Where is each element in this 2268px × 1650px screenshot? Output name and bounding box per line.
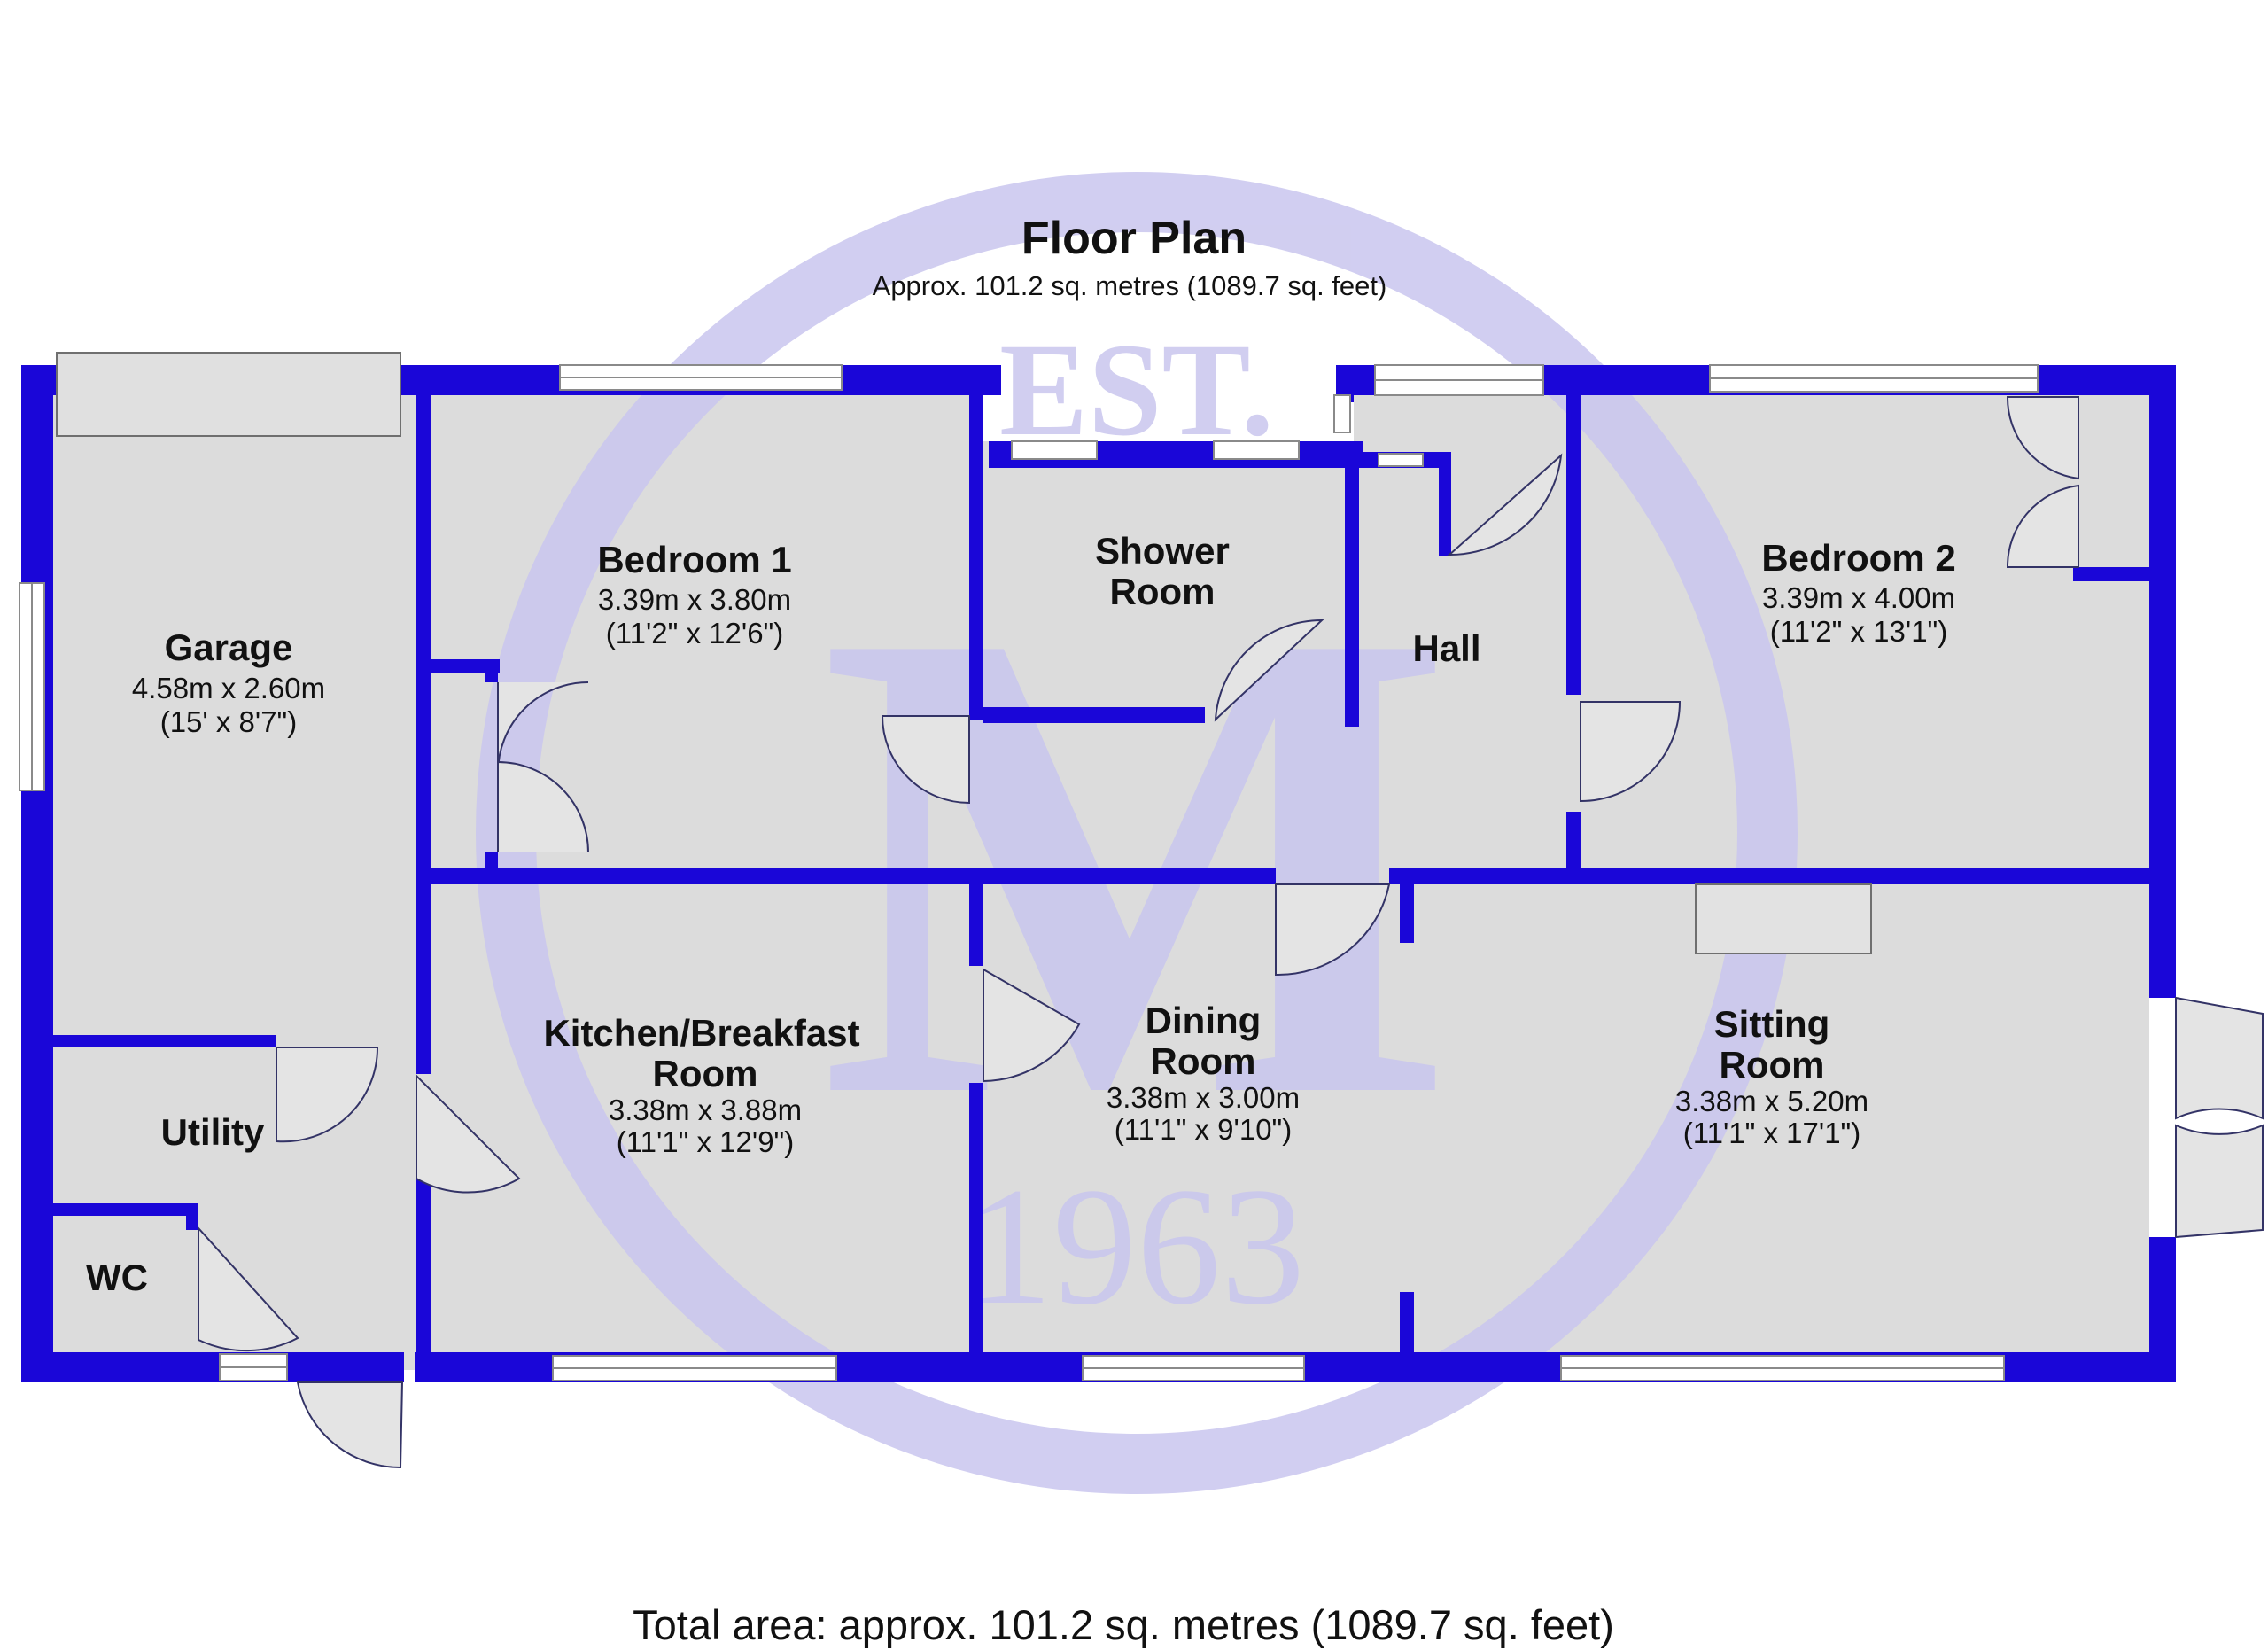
wall: [32, 1035, 276, 1047]
door-swing: [1275, 883, 1391, 977]
wall: [2073, 567, 2149, 581]
room-name: Kitchen/Breakfast: [543, 1012, 859, 1054]
wall: [416, 1179, 431, 1382]
wall: [2149, 365, 2176, 998]
room-label-garage: Garage 4.58m x 2.60m (15' x 8'7"): [132, 627, 325, 738]
room-dimension-metric: 3.38m x 5.20m: [1675, 1085, 1868, 1117]
door-swing: [2006, 396, 2079, 480]
room-name: Garage: [165, 627, 293, 668]
wall: [32, 1203, 197, 1216]
window: [1333, 394, 1351, 433]
room-name: Room: [1151, 1040, 1256, 1082]
wall: [21, 365, 53, 1382]
door-swing: [497, 760, 589, 853]
room-label-sitting: Sitting Room 3.38m x 5.20m (11'1" x 17'1…: [1675, 1003, 1868, 1149]
door-swing: [2175, 996, 2264, 1120]
wall: [983, 707, 1205, 723]
room-name: Hall: [1412, 627, 1480, 669]
watermark-est: EST.: [999, 316, 1274, 463]
door-swing: [2175, 1124, 2264, 1239]
shower-floor: [983, 441, 1354, 718]
window: [1378, 453, 1424, 467]
wall: [1345, 441, 1359, 727]
room-name: Room: [653, 1053, 758, 1094]
door-swing: [497, 681, 589, 774]
room-label-utility: Utility: [161, 1111, 265, 1153]
room-name: Room: [1720, 1044, 1825, 1086]
wall: [431, 659, 500, 673]
room-label-hall: Hall: [1412, 627, 1480, 669]
door-swing: [416, 1073, 521, 1194]
room-name: Utility: [161, 1111, 265, 1153]
dining-gap-floor: [983, 718, 1354, 868]
door-swing: [296, 1381, 404, 1469]
room-dimension-metric: 3.39m x 3.80m: [598, 583, 791, 616]
room-label-shower: Shower Room: [1095, 530, 1230, 612]
room-name: Bedroom 1: [597, 539, 791, 580]
wall: [969, 868, 983, 966]
room-dimension-imperial: (11'1" x 9'10"): [1115, 1113, 1293, 1146]
wall: [21, 1352, 404, 1382]
room-dimension-metric: 3.38m x 3.88m: [609, 1094, 802, 1126]
door-swing: [2006, 484, 2079, 568]
window: [1011, 440, 1098, 460]
wall: [186, 1203, 198, 1230]
doors: [198, 396, 2264, 1469]
garage-door: [56, 352, 401, 437]
room-dimension-imperial: (11'1" x 17'1"): [1683, 1117, 1861, 1149]
room-dimension-imperial: (11'1" x 12'9"): [617, 1125, 795, 1158]
wall: [1336, 365, 1354, 402]
wall: [416, 868, 1276, 884]
plan-subtitle: Approx. 101.2 sq. metres (1089.7 sq. fee…: [873, 270, 1387, 301]
wall: [1439, 452, 1451, 556]
room-name: Shower: [1095, 530, 1230, 572]
door-swing: [1214, 619, 1324, 722]
fireplace: [1695, 883, 1872, 954]
door-swing: [881, 715, 970, 805]
wall: [416, 365, 431, 1062]
room-label-bedroom2: Bedroom 2 3.39m x 4.00m (11'2" x 13'1"): [1761, 537, 1955, 648]
room-dimension-metric: 3.39m x 4.00m: [1762, 581, 1955, 614]
watermark-year: 1963: [968, 1154, 1305, 1340]
door-swing: [198, 1226, 299, 1352]
total-area: Total area: approx. 101.2 sq. metres (10…: [633, 1601, 1614, 1648]
plan-title: Floor Plan: [1021, 213, 1247, 264]
wall: [969, 1083, 983, 1382]
room-label-bedroom1: Bedroom 1 3.39m x 3.80m (11'2" x 12'6"): [597, 539, 791, 650]
room-dimension-metric: 4.58m x 2.60m: [132, 672, 325, 704]
room-dimension-imperial: (15' x 8'7"): [160, 705, 298, 738]
room-name: Bedroom 2: [1761, 537, 1955, 579]
door-swing: [1447, 453, 1563, 556]
room-name: Sitting: [1714, 1003, 1830, 1045]
door-swing: [1580, 701, 1682, 803]
wall: [1566, 365, 1581, 695]
room-dimension-metric: 3.38m x 3.00m: [1107, 1081, 1300, 1114]
room-name: Room: [1110, 571, 1216, 612]
wall: [1389, 868, 2176, 884]
wall: [485, 659, 498, 682]
room-dimension-imperial: (11'2" x 13'1"): [1770, 615, 1948, 648]
room-label-kitchen: Kitchen/Breakfast Room 3.38m x 3.88m (11…: [543, 1012, 859, 1158]
room-name: WC: [86, 1257, 148, 1298]
door-swing: [983, 968, 1081, 1083]
room-label-dining: Dining Room 3.38m x 3.00m (11'1" x 9'10"…: [1107, 1000, 1300, 1146]
windows: [19, 364, 2039, 1381]
garage-floor: [32, 370, 416, 1042]
wall: [969, 365, 983, 720]
door-swing: [276, 1047, 379, 1143]
window: [1213, 440, 1300, 460]
wall: [416, 1044, 431, 1074]
room-dimension-imperial: (11'2" x 12'6"): [606, 617, 784, 650]
room-name: Dining: [1146, 1000, 1262, 1041]
wall: [1566, 812, 1581, 877]
room-label-wc: WC: [86, 1257, 148, 1298]
wall: [1400, 1292, 1414, 1354]
wall: [1400, 884, 1414, 943]
